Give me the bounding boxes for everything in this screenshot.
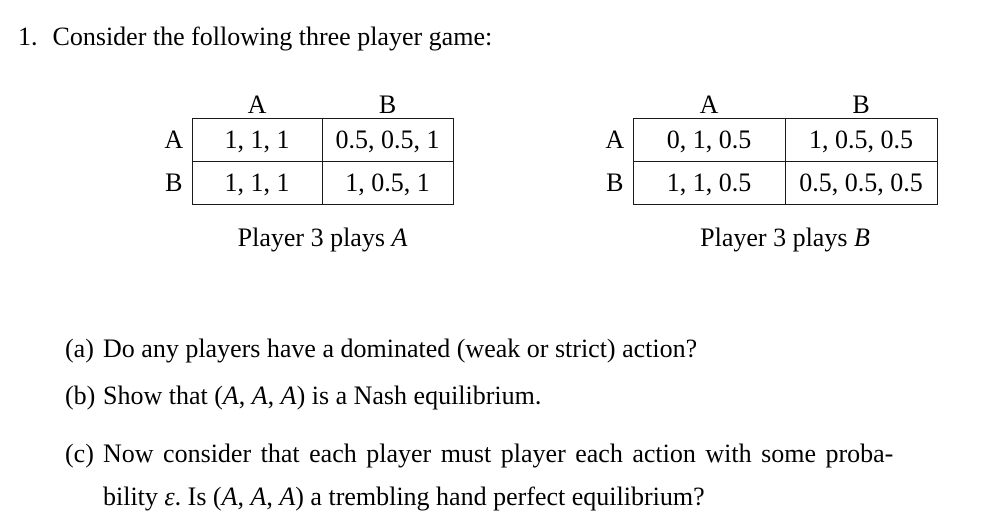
payoff-cell: 1, 0.5, 1	[321, 160, 454, 205]
question-line: Now consider that each player must playe…	[103, 432, 893, 475]
column-header: B	[852, 89, 870, 119]
math-italic-token: ε	[164, 482, 175, 511]
text-segment: ,	[238, 381, 252, 410]
question-text: Show that (A, A, A) is a Nash equilibriu…	[103, 381, 541, 411]
corner-blank-cell	[156, 85, 192, 118]
problem-intro-text: Consider the following three player game…	[52, 22, 493, 51]
payoff-cell: 1, 1, 0.5	[632, 160, 786, 205]
question-line: Do any players have a dominated (weak or…	[103, 334, 697, 364]
math-italic-token: A	[279, 482, 296, 511]
column-header: A	[247, 89, 267, 119]
row-header: A	[164, 124, 184, 154]
text-segment: ) a trembling hand perfect equilibrium?	[295, 482, 705, 511]
corner-blank-cell	[597, 85, 633, 118]
text-segment: ,	[266, 482, 280, 511]
problem-number: 1.	[18, 22, 38, 51]
text-segment: Do any players have a dominated (weak or…	[103, 334, 698, 363]
question-line: bility ε. Is (A, A, A) a trembling hand …	[103, 475, 893, 518]
question-label: (c)	[65, 439, 94, 468]
payoff-matrix: A B A 0, 1, 0.5 1, 0.5, 0.5 B 1, 1, 0.5 …	[597, 85, 938, 205]
table-caption: Player 3 plays A	[192, 223, 453, 253]
caption-math-letter: B	[853, 222, 870, 252]
math-italic-token: A	[280, 381, 297, 410]
text-segment: bility	[103, 482, 165, 511]
payoff-table-player3-A: A B A 1, 1, 1 0.5, 0.5, 1 B 1, 1, 1 1, 0…	[156, 85, 454, 253]
table-caption: Player 3 plays B	[633, 223, 937, 253]
row-header: A	[605, 124, 625, 154]
text-segment: Now consider that each player must playe…	[103, 439, 894, 468]
payoff-cell: 0.5, 0.5, 0.5	[784, 160, 938, 205]
text-segment: ) is a Nash equilibrium.	[296, 381, 542, 410]
caption-math-letter: A	[391, 222, 408, 252]
math-italic-token: A	[251, 381, 268, 410]
caption-text: Player 3 plays	[237, 222, 392, 252]
column-header: A	[699, 89, 719, 119]
question-label: (a)	[65, 334, 94, 363]
payoff-cell: 1, 1, 1	[191, 160, 323, 205]
question-text: Do any players have a dominated (weak or…	[103, 334, 697, 364]
question-label: (b)	[65, 381, 96, 410]
math-italic-token: A	[222, 381, 239, 410]
question-a: (a) Do any players have a dominated (wea…	[65, 334, 697, 364]
caption-text: Player 3 plays	[700, 222, 854, 252]
problem-statement: 1. Consider the following three player ga…	[18, 22, 492, 52]
math-italic-token: A	[250, 482, 267, 511]
text-segment: . Is (	[174, 482, 222, 511]
math-italic-token: A	[221, 482, 238, 511]
row-header: B	[606, 167, 624, 197]
question-text: Now consider that each player must playe…	[103, 432, 893, 518]
row-header: B	[165, 167, 183, 197]
payoff-matrix: A B A 1, 1, 1 0.5, 0.5, 1 B 1, 1, 1 1, 0…	[156, 85, 454, 205]
payoff-cell: 0, 1, 0.5	[632, 117, 786, 162]
column-header: B	[378, 89, 397, 119]
question-line: Show that (A, A, A) is a Nash equilibriu…	[103, 381, 541, 411]
text-segment: ,	[237, 482, 251, 511]
question-c: (c) Now consider that each player must p…	[65, 432, 893, 518]
payoff-table-player3-B: A B A 0, 1, 0.5 1, 0.5, 0.5 B 1, 1, 0.5 …	[597, 85, 938, 253]
text-segment: ,	[267, 381, 281, 410]
payoff-cell: 1, 1, 1	[191, 117, 323, 162]
question-b: (b) Show that (A, A, A) is a Nash equili…	[65, 381, 541, 411]
text-segment: Show that (	[103, 381, 223, 410]
payoff-cell: 0.5, 0.5, 1	[321, 117, 454, 162]
payoff-cell: 1, 0.5, 0.5	[784, 117, 938, 162]
